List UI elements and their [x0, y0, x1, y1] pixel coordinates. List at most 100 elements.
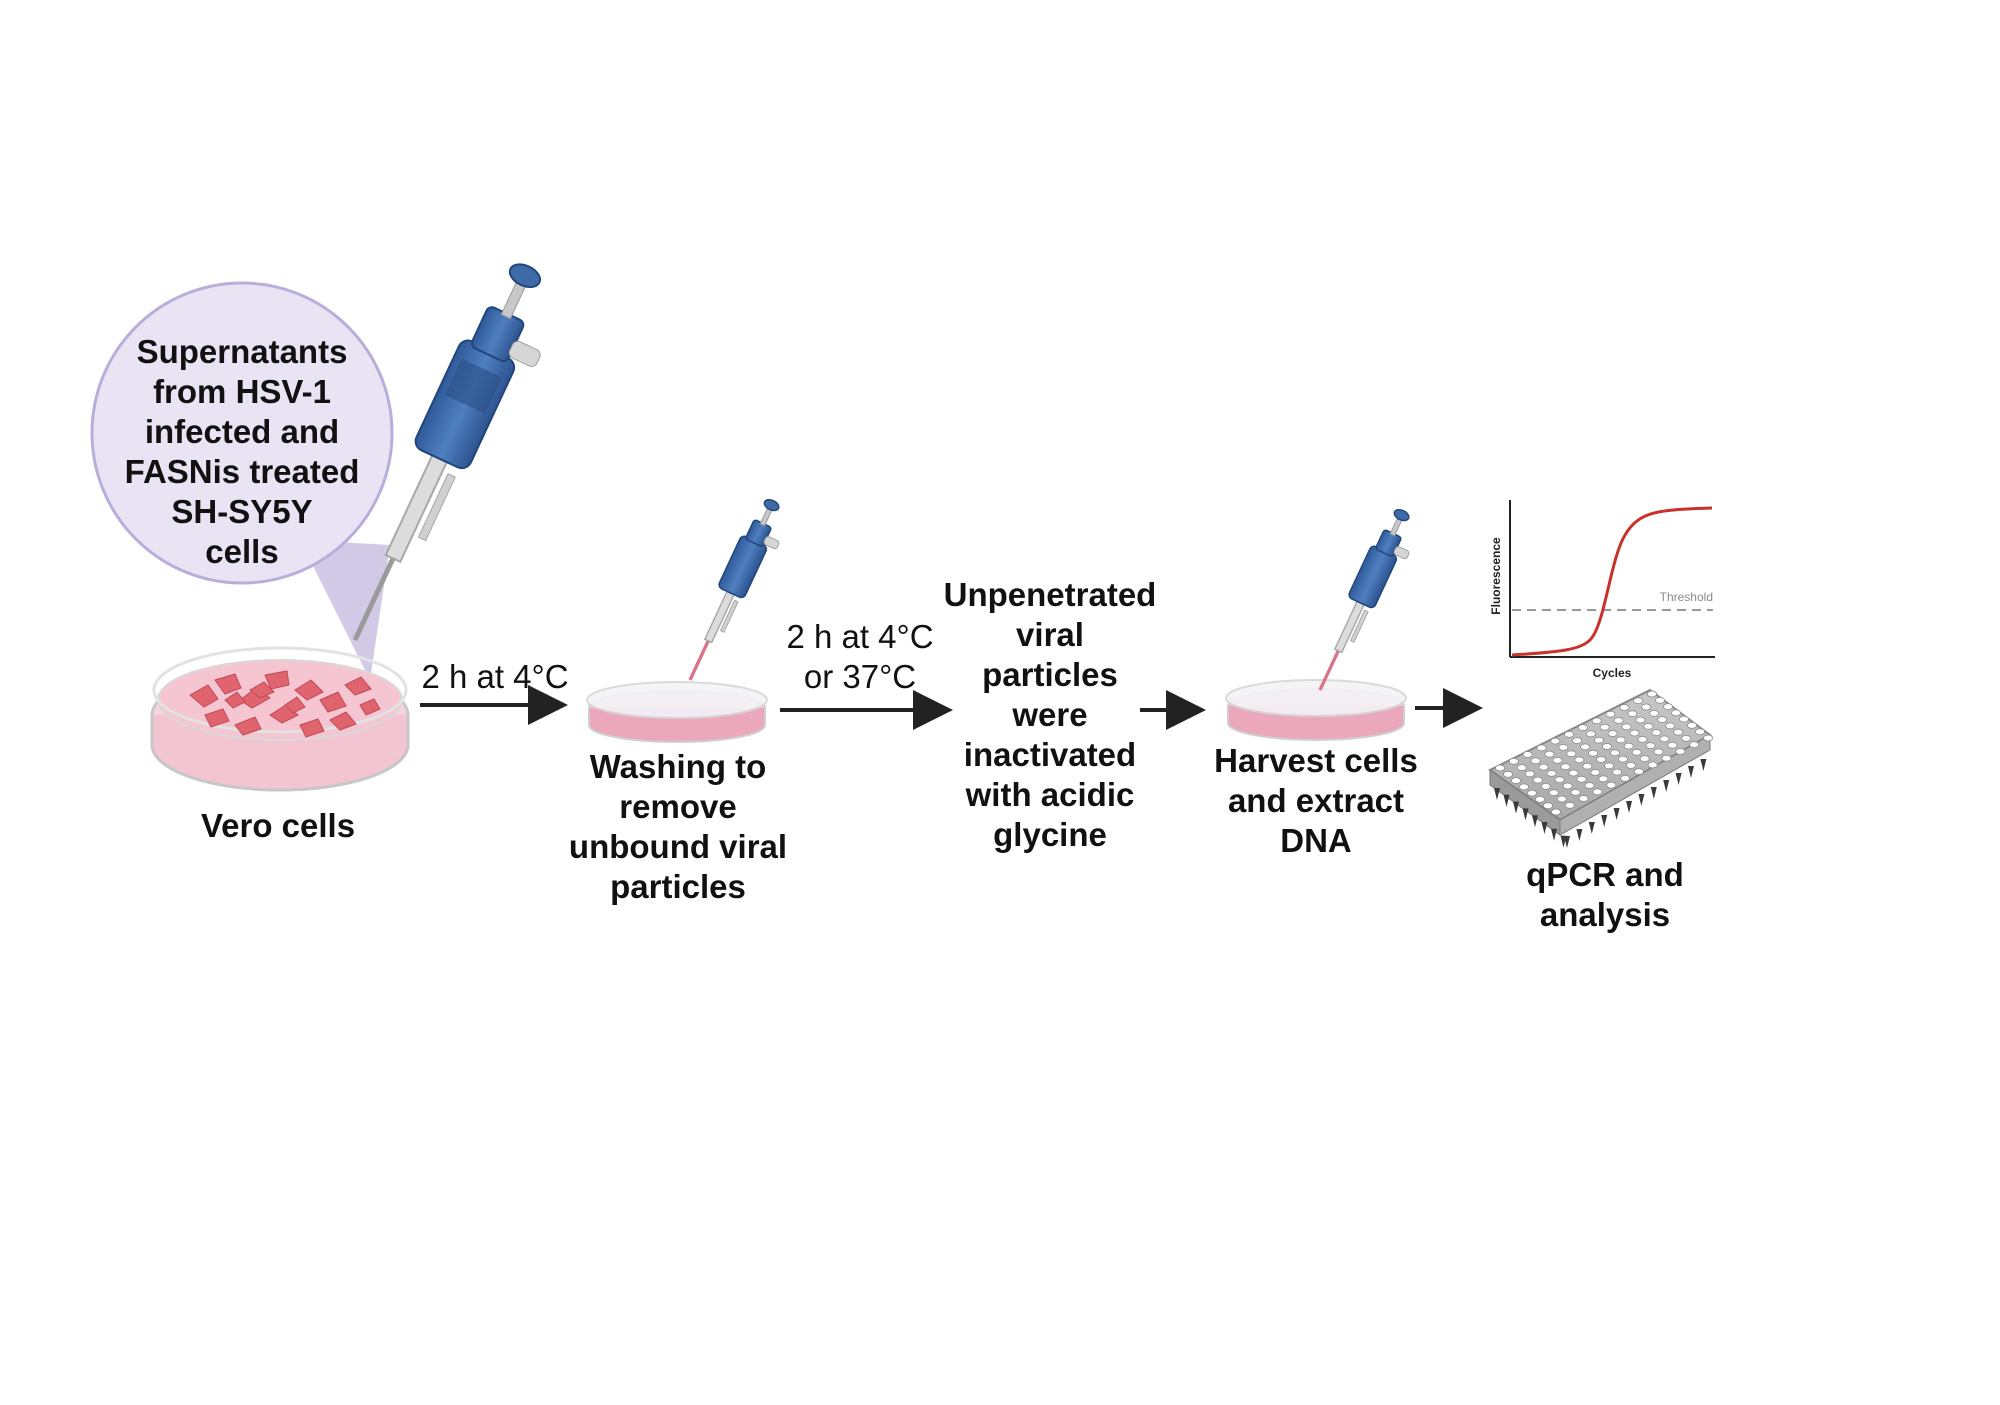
- well: [1633, 697, 1644, 705]
- well: [1675, 748, 1686, 755]
- bubble-circle: [90, 281, 394, 585]
- plate-peg: [1532, 815, 1538, 828]
- label-line: and extract: [1227, 782, 1405, 819]
- label-line: or 37°C: [803, 658, 917, 695]
- well: [1681, 735, 1692, 742]
- well: [1623, 742, 1634, 750]
- well: [1599, 723, 1610, 731]
- plate-peg: [1576, 829, 1583, 841]
- well: [1695, 728, 1706, 736]
- plate-peg: [1522, 808, 1529, 821]
- vero-petri-dish: [150, 646, 410, 792]
- well: [1508, 757, 1519, 765]
- well: [1530, 757, 1541, 765]
- well: [1566, 750, 1577, 758]
- plate-peg: [1564, 836, 1570, 848]
- plate-peg: [1650, 787, 1657, 799]
- well: [1593, 736, 1604, 744]
- plate-peg: [1541, 822, 1548, 834]
- well: [1556, 795, 1567, 803]
- well: [1637, 735, 1648, 743]
- plate-peg: [1663, 780, 1670, 792]
- well: [1601, 743, 1612, 750]
- well: [1613, 717, 1624, 724]
- well: [1659, 735, 1670, 743]
- well: [1578, 795, 1589, 802]
- well: [1532, 776, 1543, 784]
- well: [1591, 717, 1602, 725]
- x-axis-label: Cycles: [1593, 666, 1632, 680]
- well: [1647, 690, 1658, 698]
- well: [1572, 737, 1583, 744]
- well: [1631, 748, 1642, 756]
- bubble-tail: [300, 540, 390, 680]
- threshold-label: Threshold: [1660, 590, 1713, 604]
- well: [1689, 741, 1700, 749]
- label-line: glycine: [993, 816, 1107, 853]
- well: [1671, 709, 1682, 717]
- label-line: Unpenetrated: [943, 576, 1157, 613]
- well: [1544, 750, 1555, 758]
- step-label-vero-cells: Vero cells: [168, 806, 388, 846]
- well: [1584, 782, 1595, 789]
- well: [1562, 782, 1573, 790]
- label-line: 2 h at 4°C: [786, 618, 934, 655]
- well: [1665, 722, 1676, 730]
- well: [1543, 802, 1554, 810]
- label-line: Washing to: [589, 748, 767, 785]
- well: [1605, 710, 1616, 718]
- well: [1607, 730, 1618, 737]
- well: [1653, 748, 1664, 756]
- pipette-icon: [352, 263, 541, 642]
- well: [1522, 751, 1533, 758]
- label-line: unbound viral: [568, 828, 788, 865]
- well: [1621, 723, 1632, 731]
- y-axis-label: Fluorescence: [1489, 537, 1503, 615]
- well: [1516, 764, 1527, 771]
- well: [1503, 770, 1514, 778]
- well: [1535, 796, 1546, 803]
- well: [1645, 742, 1656, 749]
- label-line: inactivated: [963, 736, 1137, 773]
- well: [1619, 704, 1630, 711]
- label-line: cells: [205, 533, 279, 570]
- plate-peg: [1551, 828, 1557, 841]
- plate-peg: [1513, 801, 1519, 814]
- label-line: were: [1012, 696, 1088, 733]
- well: [1568, 769, 1579, 777]
- label-line: particles: [982, 656, 1118, 693]
- amplification-curve: [1511, 506, 1713, 657]
- label-line: Vero cells: [200, 807, 356, 844]
- well: [1639, 755, 1650, 762]
- speech-bubble: [90, 281, 394, 680]
- well: [1604, 762, 1615, 770]
- well: [1536, 744, 1547, 752]
- well: [1564, 801, 1575, 809]
- well: [1524, 770, 1535, 778]
- well: [1577, 724, 1588, 731]
- well: [1703, 734, 1714, 742]
- well: [1564, 731, 1575, 738]
- well: [1538, 763, 1549, 771]
- label-line: from HSV-1: [153, 373, 331, 410]
- label-line: particles: [610, 868, 746, 905]
- well: [1550, 737, 1561, 745]
- well: [1649, 709, 1660, 717]
- well: [1620, 775, 1631, 782]
- label-line: Supernatants: [136, 333, 348, 370]
- well: [1612, 768, 1623, 776]
- well: [1657, 716, 1668, 723]
- plate-peg: [1588, 822, 1595, 834]
- well: [1546, 770, 1557, 777]
- well: [1661, 754, 1672, 762]
- washing-petri-dish: [586, 681, 768, 743]
- well: [1655, 696, 1666, 704]
- label-line: FASNis treated: [124, 453, 360, 490]
- well: [1643, 722, 1654, 730]
